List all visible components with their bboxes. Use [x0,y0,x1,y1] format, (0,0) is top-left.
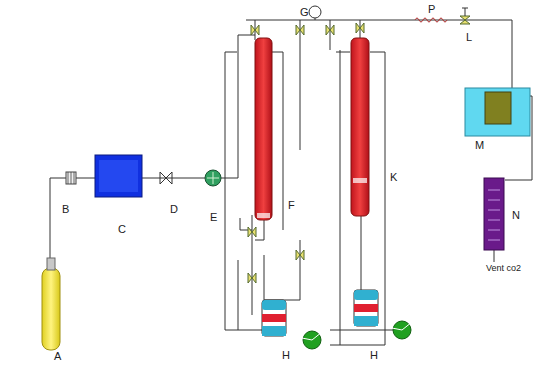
part-letter: M [475,140,484,151]
part-letter: A [54,351,61,362]
part-letter: K [390,172,397,183]
part-letter: L [466,32,472,43]
part-letter: G [300,7,309,18]
part-letter: E [210,212,217,223]
part-letter: B [62,204,69,215]
part-letter: H [370,350,378,361]
vent-label: Vent co2 [486,264,521,273]
part-letter: D [170,204,178,215]
part-letter: C [118,224,126,235]
part-letter: H [282,350,290,361]
part-letter: P [428,4,435,15]
part-letter: F [288,200,295,211]
part-letter: N [512,210,520,221]
